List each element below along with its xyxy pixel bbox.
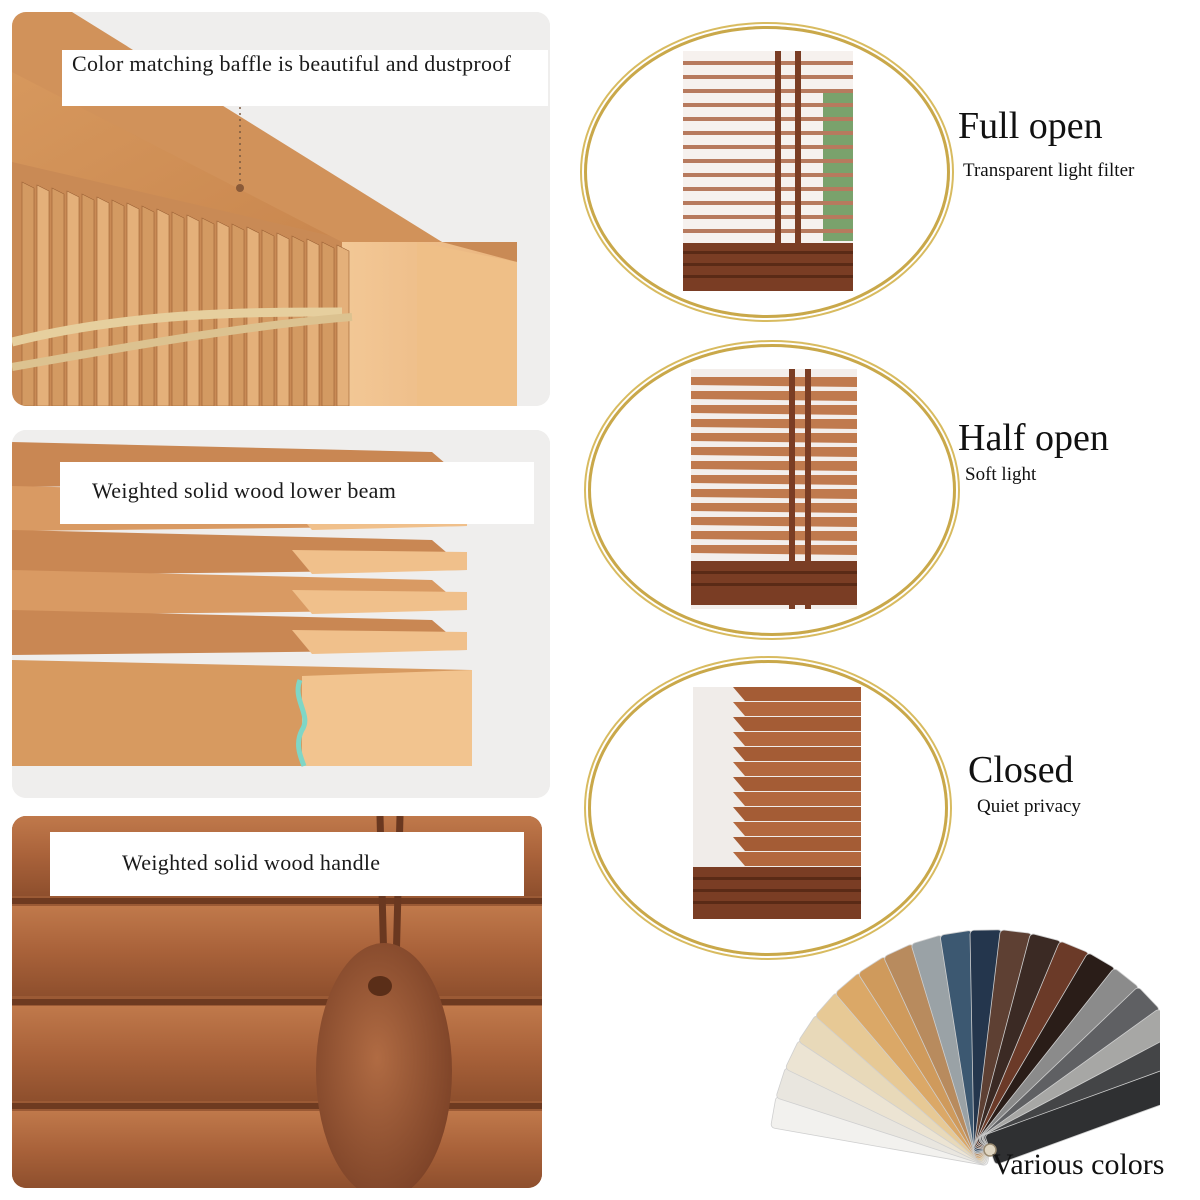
stacked-slat xyxy=(156,208,170,406)
stacked-slat xyxy=(126,202,140,406)
half-open-title: Half open xyxy=(958,417,1109,459)
open-slat xyxy=(683,75,853,79)
stacked-slat xyxy=(81,193,95,406)
baffle-caption-text: Color matching baffle is beautiful and d… xyxy=(72,51,512,76)
closed-slat xyxy=(733,702,861,716)
color-swatch-fan xyxy=(770,929,1160,1166)
closed-ring xyxy=(588,660,948,956)
stacked-slat xyxy=(141,205,155,406)
closed-slat xyxy=(733,837,861,851)
full-open-ring xyxy=(584,26,950,318)
stacked-slat xyxy=(111,199,125,406)
closed-slat xyxy=(733,747,861,761)
open-slat xyxy=(683,117,853,121)
half-open-slat xyxy=(691,419,857,429)
closed-slat xyxy=(733,822,861,836)
half-open-blind-image xyxy=(691,369,857,609)
stacked-slat xyxy=(186,214,200,406)
half-open-slat xyxy=(691,503,857,513)
handle-photo-panel: Weighted solid wood handle xyxy=(12,816,542,1188)
open-slat xyxy=(683,187,853,191)
half-open-subtitle: Soft light xyxy=(965,464,1037,485)
stacked-slat xyxy=(261,229,275,406)
half-open-slat xyxy=(691,391,857,401)
beam-slat-edge xyxy=(292,630,467,654)
closed-slat xyxy=(733,732,861,746)
open-slat xyxy=(683,173,853,177)
lower-beam-photo-panel: Weighted solid wood lower beam xyxy=(12,430,550,798)
full-open-title: Full open xyxy=(958,105,1103,147)
open-slat xyxy=(683,201,853,205)
stacked-slat xyxy=(171,211,185,406)
closed-slat xyxy=(733,687,861,701)
baffle-caption: Color matching baffle is beautiful and d… xyxy=(62,50,548,106)
stacked-slat xyxy=(276,232,290,406)
closed-title: Closed xyxy=(968,749,1074,791)
full-open-blind-image xyxy=(683,51,853,291)
half-open-slat xyxy=(691,489,857,499)
open-slat xyxy=(683,229,853,233)
half-open-ring xyxy=(588,344,956,636)
stacked-slat xyxy=(51,187,65,406)
half-open-slat xyxy=(691,545,857,555)
baffle-photo-panel: Color matching baffle is beautiful and d… xyxy=(12,12,550,406)
swatch-pivot-ring xyxy=(983,1143,997,1157)
half-open-slat xyxy=(691,517,857,527)
open-slat xyxy=(683,131,853,135)
closed-slat xyxy=(733,717,861,731)
stacked-slat xyxy=(336,244,350,406)
half-open-slat xyxy=(691,447,857,457)
half-open-slat xyxy=(691,405,857,415)
handle-caption: Weighted solid wood handle xyxy=(50,832,524,896)
closed-slat xyxy=(733,852,861,866)
stacked-slat xyxy=(21,181,35,406)
closed-slat xyxy=(733,807,861,821)
closed-slat xyxy=(733,792,861,806)
half-open-slat xyxy=(691,461,857,471)
stacked-slat xyxy=(36,184,50,406)
open-slat xyxy=(683,61,853,65)
full-open-subtitle: Transparent light filter xyxy=(963,160,1135,181)
closed-blind-image xyxy=(693,687,861,919)
various-colors-label: Various colors xyxy=(992,1148,1165,1181)
open-slat xyxy=(683,159,853,163)
closed-slat xyxy=(733,777,861,791)
half-open-slat xyxy=(691,531,857,541)
beam-slat-edge xyxy=(292,590,467,614)
beam-slat-edge xyxy=(292,550,467,574)
open-slat xyxy=(683,89,853,93)
lower-beam-caption: Weighted solid wood lower beam xyxy=(60,462,534,524)
stacked-slat xyxy=(66,190,80,406)
half-open-slat xyxy=(691,433,857,443)
lower-beam-caption-text: Weighted solid wood lower beam xyxy=(92,478,397,503)
stacked-slat xyxy=(321,241,335,406)
stacked-slat xyxy=(96,196,110,406)
open-slat xyxy=(683,145,853,149)
half-open-slat xyxy=(691,475,857,485)
open-slat xyxy=(683,215,853,219)
half-open-slat xyxy=(691,377,857,387)
closed-subtitle: Quiet privacy xyxy=(977,796,1081,817)
handle-caption-text: Weighted solid wood handle xyxy=(122,850,381,875)
open-slat xyxy=(683,103,853,107)
closed-slat xyxy=(733,762,861,776)
